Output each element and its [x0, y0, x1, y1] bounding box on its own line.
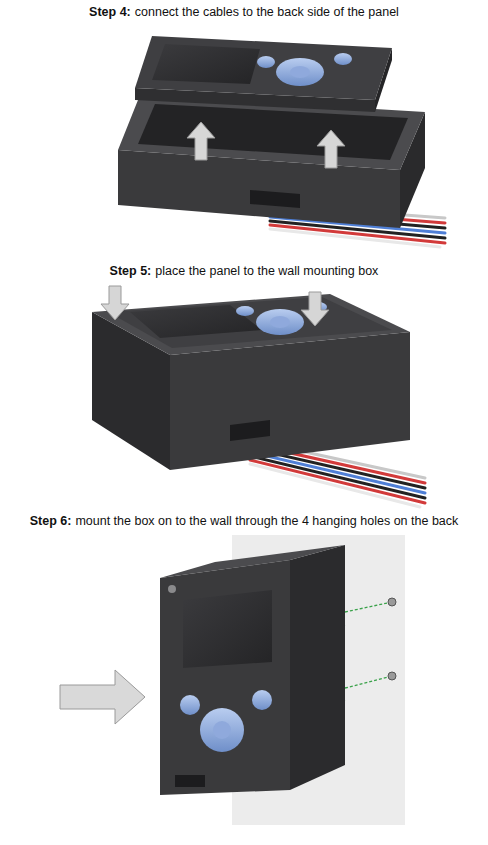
- step4-figure: [118, 36, 445, 247]
- cable-notch: [230, 420, 270, 441]
- figure-part: [388, 598, 396, 606]
- figure-part: [213, 721, 231, 739]
- figure-part: [290, 66, 310, 78]
- figure-part: [270, 229, 440, 247]
- figure-part: [345, 602, 392, 612]
- figure-part: [270, 225, 445, 243]
- figure-part: [388, 672, 396, 680]
- screen: [183, 590, 272, 668]
- box-front: [160, 560, 290, 795]
- figure-part: [250, 460, 425, 503]
- panel: [135, 36, 392, 100]
- figure-part: [250, 464, 420, 507]
- arrow: [60, 670, 145, 724]
- step-heading: Step 6:mount the box on to the wall thro…: [0, 514, 488, 528]
- step-heading: Step 5:place the panel to the wall mount…: [0, 264, 488, 278]
- step5-figure: [92, 286, 425, 507]
- button: [236, 306, 254, 316]
- step-number: Step 6:: [30, 514, 72, 528]
- figure-part: [250, 456, 425, 498]
- button: [257, 56, 275, 68]
- cable-notch: [175, 775, 205, 787]
- arrow: [317, 130, 345, 168]
- logo: [168, 585, 176, 593]
- step-number: Step 4:: [89, 5, 131, 19]
- panel: [108, 297, 392, 348]
- box-front: [170, 332, 410, 470]
- step-number: Step 5:: [110, 264, 152, 278]
- button: [334, 53, 352, 65]
- screen: [130, 305, 262, 338]
- box-cavity: [138, 104, 408, 160]
- arrow: [187, 122, 215, 160]
- figure-part: [270, 316, 290, 328]
- button: [200, 708, 244, 752]
- arrow: [301, 292, 329, 326]
- button: [252, 690, 272, 710]
- step-instruction: place the panel to the wall mounting box: [155, 264, 378, 278]
- arrow: [101, 286, 129, 320]
- button: [180, 695, 200, 715]
- step6-figure: [60, 535, 405, 825]
- screen: [152, 44, 260, 84]
- step-instruction: mount the box on to the wall through the…: [75, 514, 458, 528]
- box-side: [290, 545, 345, 790]
- button: [276, 58, 324, 86]
- button: [256, 309, 304, 335]
- step-heading: Step 4: connect the cables to the back si…: [0, 5, 488, 19]
- figure-part: [345, 676, 392, 688]
- cable-notch: [250, 190, 300, 208]
- step-instruction: connect the cables to the back side of t…: [135, 5, 399, 19]
- box-top: [92, 294, 410, 355]
